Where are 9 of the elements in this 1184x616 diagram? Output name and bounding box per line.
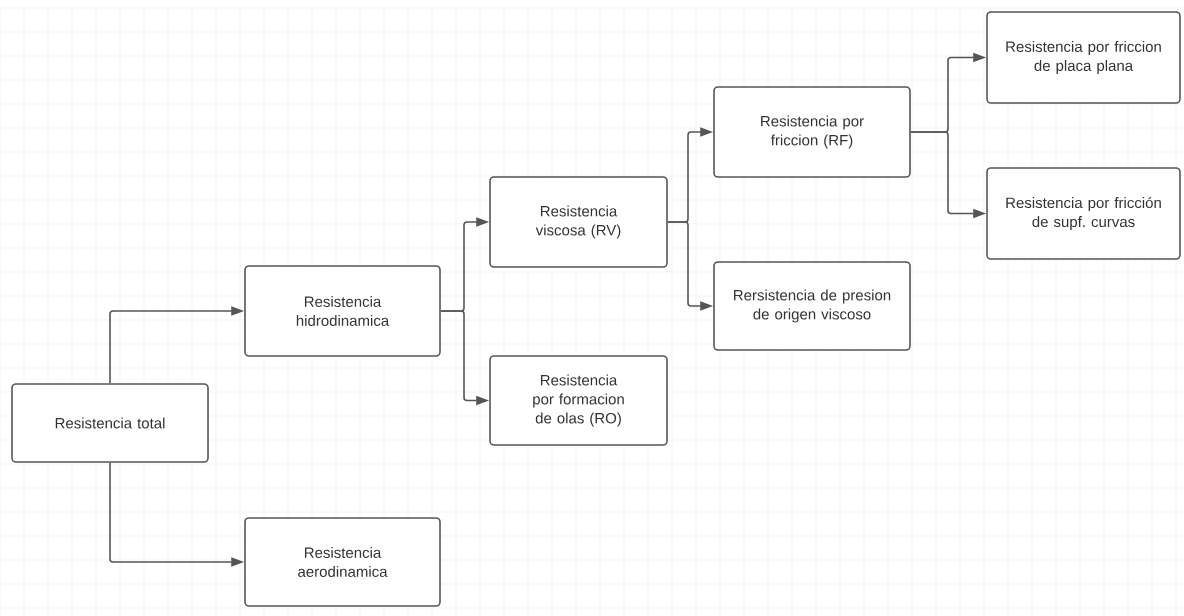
process-box: Resistencia viscosa (RV) — [489, 176, 668, 268]
process-box: Resistencia por fricción de supf. curvas — [986, 167, 1181, 260]
process-box: Resistencia por formacion de olas (RO) — [489, 355, 668, 446]
process-box: Rersistencia de presion de origen viscoso — [713, 261, 911, 351]
process-box: Resistencia total — [11, 383, 209, 463]
process-box: Resistencia por friccion (RF) — [713, 86, 911, 178]
process-box: Resistencia aerodinamica — [244, 517, 441, 607]
process-box: Resistencia hidrodinamica — [244, 265, 441, 357]
process-box: Resistencia por friccion de placa plana — [986, 11, 1181, 104]
